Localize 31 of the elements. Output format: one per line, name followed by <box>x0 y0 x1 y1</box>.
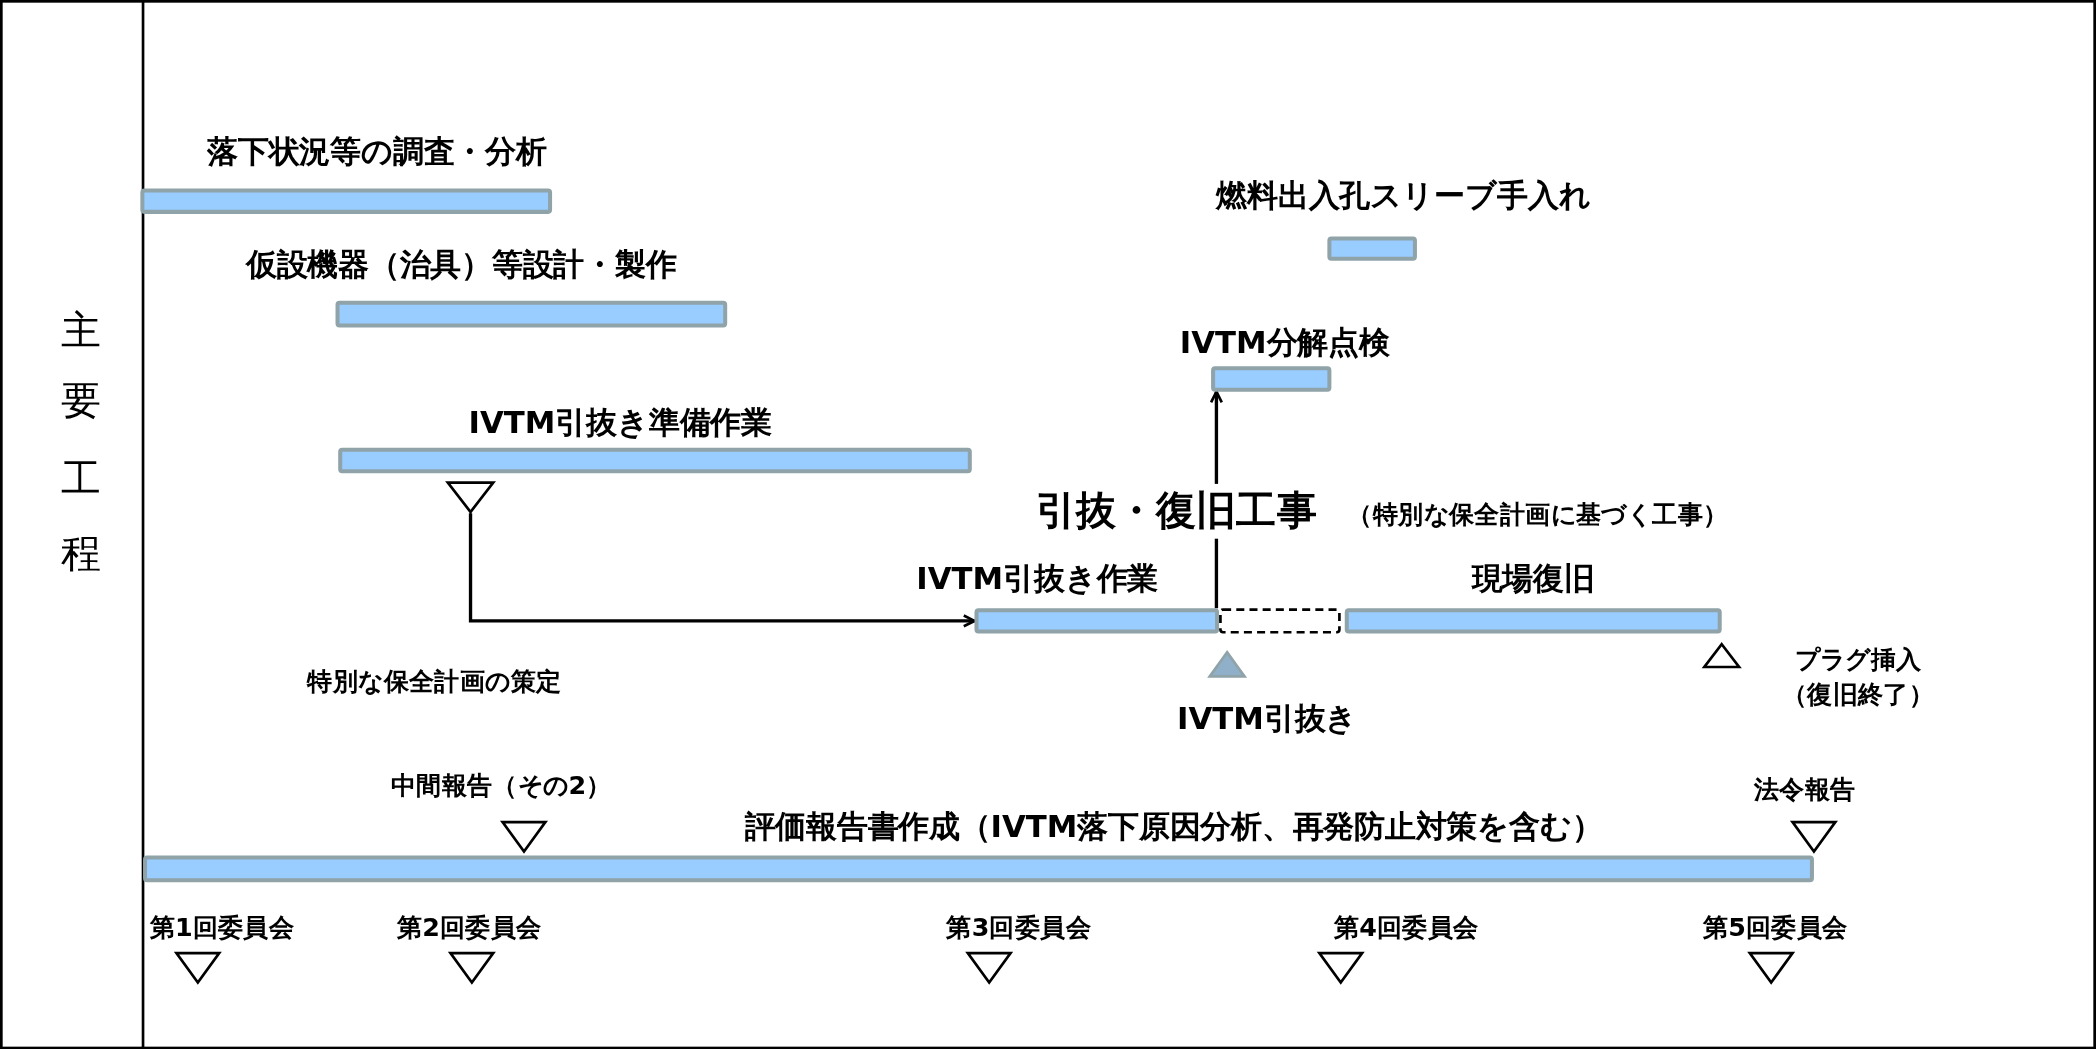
schedule-bar <box>140 188 553 214</box>
milestone-label: 第5回委員会 <box>1702 910 1848 944</box>
schedule-bar <box>335 300 728 328</box>
step-label: 特別な保全計画の策定 <box>307 664 562 698</box>
milestone-label: IVTM引抜き <box>1177 699 1358 738</box>
task-label: 燃料出入孔スリーブ手入れ <box>1216 176 1591 215</box>
milestone-label: 第2回委員会 <box>396 910 542 944</box>
schedule-bar <box>974 608 1220 634</box>
group-heading: 引抜・復旧工事 <box>1035 483 1317 539</box>
task-label: 現場復旧 <box>1471 560 1595 599</box>
milestone-label: 中間報告（その2） <box>390 768 612 802</box>
schedule-bar <box>1327 236 1417 261</box>
task-label: 評価報告書作成（IVTM落下原因分析、再発防止対策を含む） <box>744 807 1603 846</box>
schedule-bar <box>1211 366 1332 392</box>
milestone-label: 第3回委員会 <box>946 910 1091 944</box>
task-label: IVTM引抜き準備作業 <box>468 404 772 442</box>
milestone-label: 第4回委員会 <box>1333 910 1479 944</box>
dashed-bar <box>1219 608 1341 634</box>
schedule-bar <box>1344 608 1722 634</box>
task-label: IVTM引抜き作業 <box>916 560 1159 599</box>
arrow <box>468 513 976 628</box>
schedule-bar <box>143 855 1814 883</box>
milestone-label: プラグ挿入（復旧終了） <box>1780 643 1936 711</box>
milestone-label: 法令報告 <box>1753 772 1856 806</box>
task-label: 仮設機器（治具）等設計・製作 <box>245 246 677 285</box>
schedule-bar <box>338 447 972 474</box>
task-label: 落下状況等の調査・分析 <box>207 132 547 171</box>
group-note: （特別な保全計画に基づく工事） <box>1347 497 1729 530</box>
task-label: IVTM分解点検 <box>1179 323 1390 362</box>
row-heading: 主要工程 <box>57 274 107 585</box>
milestone-label: 第1回委員会 <box>149 910 295 944</box>
